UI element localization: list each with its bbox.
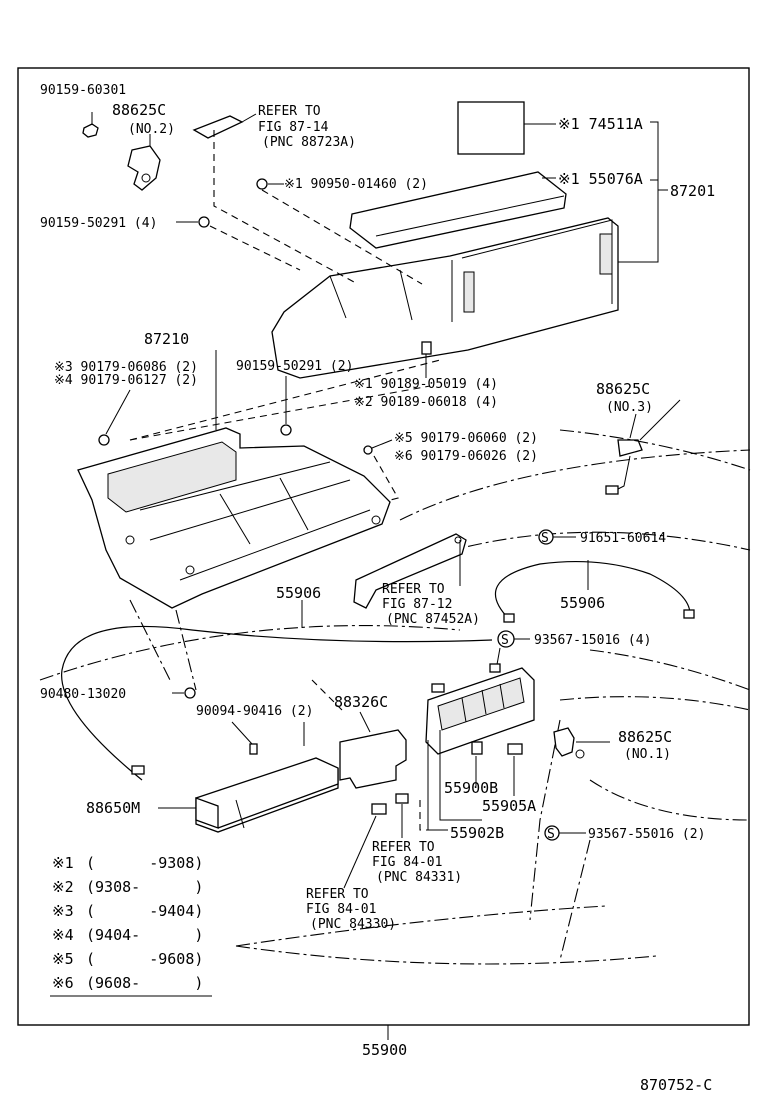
legend-3-range: ( -9404) bbox=[86, 902, 203, 920]
clip-88625c-no1 bbox=[553, 727, 575, 757]
legend-4-range: (9404- ) bbox=[86, 926, 203, 944]
refer-84-331-line2: FIG 84-01 bbox=[372, 855, 442, 870]
diagram-frame bbox=[17, 67, 750, 1026]
label-88625c-no1: 88625C bbox=[618, 728, 672, 746]
marker-s-91651-text: S bbox=[541, 531, 549, 546]
part-ref-87-14 bbox=[192, 115, 244, 139]
legend-4-mark: ※4 bbox=[52, 926, 74, 944]
label-90950: ※1 90950-01460 (2) bbox=[284, 177, 428, 192]
refer-87-12-line2: FIG 87-12 bbox=[382, 597, 452, 612]
label-90189-06018: ※2 90189-06018 (4) bbox=[354, 395, 498, 410]
screw-90179-06086 bbox=[98, 434, 110, 446]
label-88326c: 88326C bbox=[334, 693, 388, 711]
label-90094: 90094-90416 (2) bbox=[196, 704, 313, 719]
legend: ※1 ( -9308) ※2 (9308- ) ※3 ( -9404) ※4 (… bbox=[50, 854, 212, 997]
control-panel-55902b bbox=[425, 663, 535, 755]
label-88625c-no2: 88625C bbox=[112, 101, 166, 119]
tray-87210 bbox=[77, 427, 391, 609]
refer-84-330-line3: (PNC 84330) bbox=[310, 917, 396, 932]
refer-87-12-line1: REFER TO bbox=[382, 582, 445, 597]
clip-90189 bbox=[421, 341, 432, 355]
connector-84331 bbox=[395, 793, 409, 804]
refer-84-331-line3: (PNC 84331) bbox=[376, 870, 462, 885]
legend-1-mark: ※1 bbox=[52, 854, 74, 872]
legend-2-range: (9308- ) bbox=[86, 878, 203, 896]
label-55902b: 55902B bbox=[450, 824, 504, 842]
marker-s-93567-55016-text: S bbox=[547, 827, 555, 842]
marker-s-93567-15016-text: S bbox=[501, 633, 509, 648]
label-no1: (NO.1) bbox=[624, 747, 671, 762]
legend-1-range: ( -9308) bbox=[86, 854, 203, 872]
legend-2-mark: ※2 bbox=[52, 878, 74, 896]
clip-88625c-no2 bbox=[127, 134, 161, 191]
refer-84-331-line1: REFER TO bbox=[372, 840, 435, 855]
label-55906-right: 55906 bbox=[560, 594, 605, 612]
cable-55906-left bbox=[61, 625, 493, 781]
refer-87-14-line3: (PNC 88723A) bbox=[262, 135, 356, 150]
refer-87-14-line1: REFER TO bbox=[258, 104, 321, 119]
label-55905a: 55905A bbox=[482, 797, 536, 815]
refer-84-330-line1: REFER TO bbox=[306, 887, 369, 902]
label-plate-74511a bbox=[457, 101, 525, 155]
refer-87-14-line2: FIG 87-14 bbox=[258, 120, 329, 135]
refer-84-330-line2: FIG 84-01 bbox=[306, 902, 376, 917]
legend-5-mark: ※5 bbox=[52, 950, 74, 968]
label-90159-50291-4: 90159-50291 (4) bbox=[40, 216, 157, 231]
label-93567-15016: 93567-15016 (4) bbox=[534, 633, 651, 648]
label-90179-06086: ※3 90179-06086 (2) bbox=[54, 360, 198, 375]
clip-88625c-no3 bbox=[605, 399, 681, 495]
label-91651: 91651-60614 bbox=[580, 531, 666, 546]
refer-87-12-line3: (PNC 87452A) bbox=[386, 612, 480, 627]
label-55900b: 55900B bbox=[444, 779, 498, 797]
label-90189-05019: ※1 90189-05019 (4) bbox=[354, 377, 498, 392]
cable-55906-right bbox=[494, 560, 691, 621]
label-74511a: ※1 74511A bbox=[558, 115, 643, 133]
bracket-88326c bbox=[339, 729, 407, 789]
label-88650m: 88650M bbox=[86, 799, 140, 817]
legend-6-range: (9608- ) bbox=[86, 974, 203, 992]
drawing-number: 870752-C bbox=[640, 1076, 712, 1094]
bolt-90159-60301 bbox=[82, 112, 99, 138]
label-90179-06127: ※4 90179-06127 (2) bbox=[54, 373, 198, 388]
console-box-87201 bbox=[271, 217, 619, 379]
screw-90159-50291-4 bbox=[198, 216, 210, 228]
legend-6-mark: ※6 bbox=[52, 974, 74, 992]
label-55906-left: 55906 bbox=[276, 584, 321, 602]
screw-90094 bbox=[249, 743, 258, 755]
bracket-ref-87-12 bbox=[353, 533, 467, 609]
label-93567-55016: 93567-55016 (2) bbox=[588, 827, 705, 842]
clip-90480 bbox=[184, 687, 196, 699]
label-90179-06060: ※5 90179-06060 (2) bbox=[394, 431, 538, 446]
ecu-88650m bbox=[195, 757, 339, 833]
knob-55900b bbox=[471, 741, 483, 755]
connector-84330 bbox=[371, 803, 387, 815]
label-90159-60301: 90159-60301 bbox=[40, 83, 126, 98]
label-88625c-no3: 88625C bbox=[596, 380, 650, 398]
label-87201: 87201 bbox=[670, 182, 715, 200]
screw-90159-50291-2 bbox=[280, 424, 292, 436]
label-55076a: ※1 55076A bbox=[558, 170, 643, 188]
legend-5-range: ( -9608) bbox=[86, 950, 203, 968]
label-no3: (NO.3) bbox=[606, 400, 653, 415]
label-90179-06026: ※6 90179-06026 (2) bbox=[394, 449, 538, 464]
label-87210: 87210 bbox=[144, 330, 189, 348]
legend-3-mark: ※3 bbox=[52, 902, 74, 920]
label-no2: (NO.2) bbox=[128, 122, 175, 137]
knob-55905a bbox=[507, 743, 523, 755]
label-90159-50291-2: 90159-50291 (2) bbox=[236, 359, 353, 374]
label-55900: 55900 bbox=[362, 1041, 407, 1059]
label-90480: 90480-13020 bbox=[40, 687, 126, 702]
screw-90179-06060 bbox=[363, 445, 373, 455]
cover-55076a bbox=[349, 171, 567, 249]
screw-90950 bbox=[256, 178, 268, 190]
